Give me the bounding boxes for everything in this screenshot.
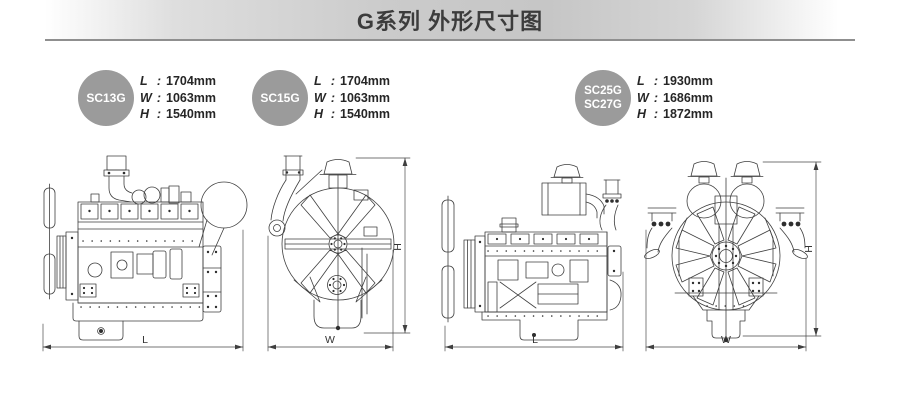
dim-colon: : — [330, 74, 335, 89]
engine-block — [484, 231, 608, 313]
accessory-details — [353, 189, 378, 319]
dim-letter: W — [637, 90, 649, 105]
cooling-fan — [441, 195, 455, 323]
oil-pan-front — [313, 299, 362, 331]
dim-value: 1872mm — [663, 107, 714, 122]
model-badge-sc13g: SC13G L: 1704mm W: 1063mm H: 1540mm — [78, 70, 216, 126]
model-name-2: SC27G — [584, 99, 622, 111]
dim-label-height: H — [803, 245, 815, 253]
turbocharger — [90, 185, 192, 205]
model-name: SC15G — [260, 90, 300, 105]
dim-value: 1063mm — [340, 90, 391, 105]
dimension-row-w: W: 1686mm — [637, 91, 713, 107]
dim-value: 1686mm — [663, 90, 714, 105]
dim-colon: : — [330, 90, 335, 105]
badge-circle: SC15G — [252, 70, 308, 126]
dim-colon: : — [653, 74, 658, 89]
fan-blades — [284, 194, 392, 294]
dimension-row-h: H: 1872mm — [637, 107, 713, 123]
badge-circle: SC13G — [78, 70, 134, 126]
dimension-row-l: L: 1704mm — [140, 74, 216, 90]
dimension-row-h: H: 1540mm — [140, 107, 216, 123]
exhaust-elbow — [268, 155, 323, 237]
drawing-inline-engine-side-view: L — [42, 155, 248, 352]
dim-value: 1063mm — [166, 90, 217, 105]
intake-caps — [687, 161, 764, 184]
engine-silhouette — [674, 217, 778, 311]
oil-pan — [481, 311, 608, 341]
dim-label-height: H — [392, 243, 404, 251]
fan-shroud — [281, 187, 395, 301]
dim-letter: W — [140, 90, 152, 105]
air-cleaners — [686, 183, 765, 311]
dim-colon: : — [653, 107, 658, 122]
air-cleaner — [198, 181, 248, 256]
dim-colon: : — [156, 90, 161, 105]
cooling-fan — [43, 183, 56, 300]
crank-pulley-front — [327, 275, 347, 295]
crank-pulley — [56, 231, 79, 301]
dim-value: 1704mm — [340, 74, 391, 89]
dim-value: 1540mm — [340, 107, 391, 122]
engine-block — [77, 201, 204, 304]
dim-label-length: L — [532, 334, 538, 346]
exhaust-elbow — [599, 179, 622, 231]
dim-value: 1930mm — [663, 74, 714, 89]
oil-pan — [72, 302, 204, 341]
dim-label-length: L — [142, 334, 148, 346]
mount-struts — [293, 276, 383, 303]
dimension-list: L: 1930mm W: 1686mm H: 1872mm — [637, 73, 713, 123]
flywheel-end — [606, 231, 622, 313]
drawing-v-engine-front-view: H W — [644, 161, 822, 352]
dim-value: 1540mm — [166, 107, 217, 122]
drawing-inline-engine-front-view: H W — [267, 155, 411, 352]
dim-letter: H — [314, 107, 324, 122]
exhaust-elbow-right — [775, 207, 808, 260]
dimension-row-w: W: 1063mm — [314, 91, 390, 107]
fan-blades — [675, 206, 777, 306]
title-bar: G系列 外形尺寸图 — [45, 0, 855, 41]
dimension-row-l: L: 1704mm — [314, 74, 390, 90]
dimension-row-l: L: 1930mm — [637, 74, 713, 90]
crank-pulley — [463, 235, 486, 313]
dimension-width: W — [267, 235, 394, 352]
dimension-list: L: 1704mm W: 1063mm H: 1540mm — [140, 73, 216, 123]
dim-colon: : — [653, 90, 658, 105]
dimension-length: L — [444, 271, 624, 352]
model-badge-sc15g: SC15G L: 1704mm W: 1063mm H: 1540mm — [252, 70, 390, 126]
badge-circle: SC25G SC27G — [575, 70, 631, 126]
dim-letter: H — [637, 107, 647, 122]
dim-letter: L — [637, 74, 645, 89]
oil-pan-front — [706, 309, 746, 343]
dimension-list: L: 1704mm W: 1063mm H: 1540mm — [314, 73, 390, 123]
dim-label-width: W — [325, 334, 335, 346]
dimension-row-h: H: 1540mm — [314, 107, 390, 123]
dimension-row-w: W: 1063mm — [140, 91, 216, 107]
dim-value: 1704mm — [166, 74, 217, 89]
dim-letter: L — [314, 74, 322, 89]
dim-colon: : — [156, 107, 161, 122]
model-badge-sc25g-sc27g: SC25G SC27G L: 1930mm W: 1686mm H: 1872m… — [575, 70, 713, 126]
exhaust-pipe — [103, 155, 133, 203]
flywheel-housing — [202, 245, 222, 313]
dimension-height: H — [742, 161, 822, 337]
air-cleaner — [541, 164, 605, 219]
model-name: SC25G — [584, 84, 622, 97]
dim-colon: : — [156, 74, 161, 89]
intake-riser — [499, 217, 519, 233]
dimension-length: L — [42, 229, 244, 352]
model-name: SC13G — [86, 90, 126, 105]
dim-letter: W — [314, 90, 326, 105]
dimension-width: W — [645, 229, 807, 352]
drawing-v-engine-side-view: L — [441, 164, 624, 352]
dim-colon: : — [330, 107, 335, 122]
dim-letter: H — [140, 107, 150, 122]
exhaust-elbow-left — [644, 207, 677, 260]
page-title: G系列 外形尺寸图 — [356, 8, 544, 34]
dim-letter: L — [140, 74, 148, 89]
dimension-height: H — [355, 157, 411, 334]
dim-label-width: W — [721, 334, 731, 346]
